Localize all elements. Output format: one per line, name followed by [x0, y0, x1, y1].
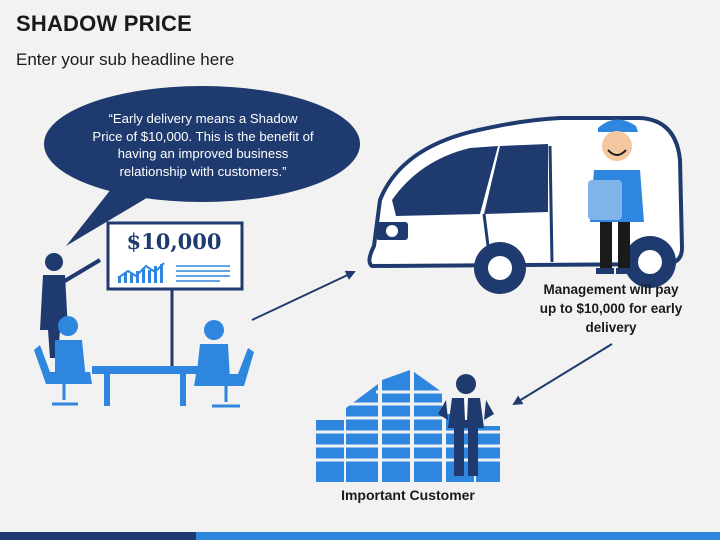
- slide-subtitle: Enter your sub headline here: [16, 50, 235, 69]
- arrow-to-customer: [512, 343, 613, 406]
- footer-bar-navy: [0, 532, 196, 540]
- meeting-presenter-icon: [34, 253, 254, 408]
- speech-bubble: [44, 86, 360, 246]
- slide-title: SHADOW PRICE: [16, 11, 192, 36]
- footer-bar: [0, 532, 720, 540]
- board-price: $10,000: [126, 229, 222, 254]
- footer-bar-blue: [196, 532, 720, 540]
- businessman-icon: [438, 374, 494, 476]
- presentation-board: [106, 221, 244, 366]
- management-label: Management will pay up to $10,000 for ea…: [539, 282, 683, 335]
- arrow-to-van: [251, 270, 356, 321]
- customer-label: Important Customer: [341, 487, 475, 503]
- speech-bubble-text: “Early delivery means a Shadow Price of …: [92, 111, 314, 179]
- delivery-man-icon: [588, 119, 644, 274]
- board-text-lines: [176, 265, 230, 282]
- growth-chart-icon: [117, 262, 165, 283]
